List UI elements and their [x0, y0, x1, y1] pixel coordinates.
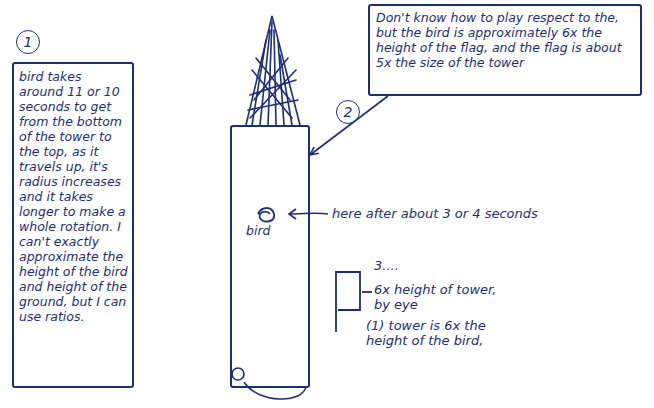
note-text: Don't know how to play respect to the, b…	[376, 10, 636, 70]
note-box: 2Don't know how to play respect to the, …	[368, 4, 642, 96]
spire-crosshatch	[248, 58, 298, 118]
spiral-path	[232, 368, 306, 399]
note-text: bird	[246, 223, 296, 238]
spire-outline	[246, 16, 300, 125]
bird-small	[232, 368, 244, 380]
connector-arrow	[310, 96, 388, 155]
note-label: 3....	[374, 258, 434, 273]
note-box: 1bird takes around 11 or 10 seconds to g…	[12, 62, 134, 388]
leader-head	[289, 209, 296, 219]
callout-number: 2	[336, 100, 360, 124]
note-label: here after about 3 or 4 seconds	[332, 206, 632, 221]
tower-box: bird	[230, 125, 310, 388]
note-text: bird takes around 11 or 10 seconds to ge…	[19, 69, 129, 324]
note-label: (1) tower is 6x the height of the bird,	[366, 318, 506, 348]
connector-line	[310, 96, 388, 155]
spiral-curve	[244, 382, 306, 399]
note-label: 6x height of tower, by eye	[374, 282, 514, 312]
callout-number: 1	[16, 30, 40, 54]
spire-sketch	[246, 16, 300, 125]
bird-mark	[258, 208, 274, 221]
bracket	[336, 272, 360, 332]
bracket-arrow	[362, 291, 372, 293]
bird-scribble	[258, 208, 274, 221]
